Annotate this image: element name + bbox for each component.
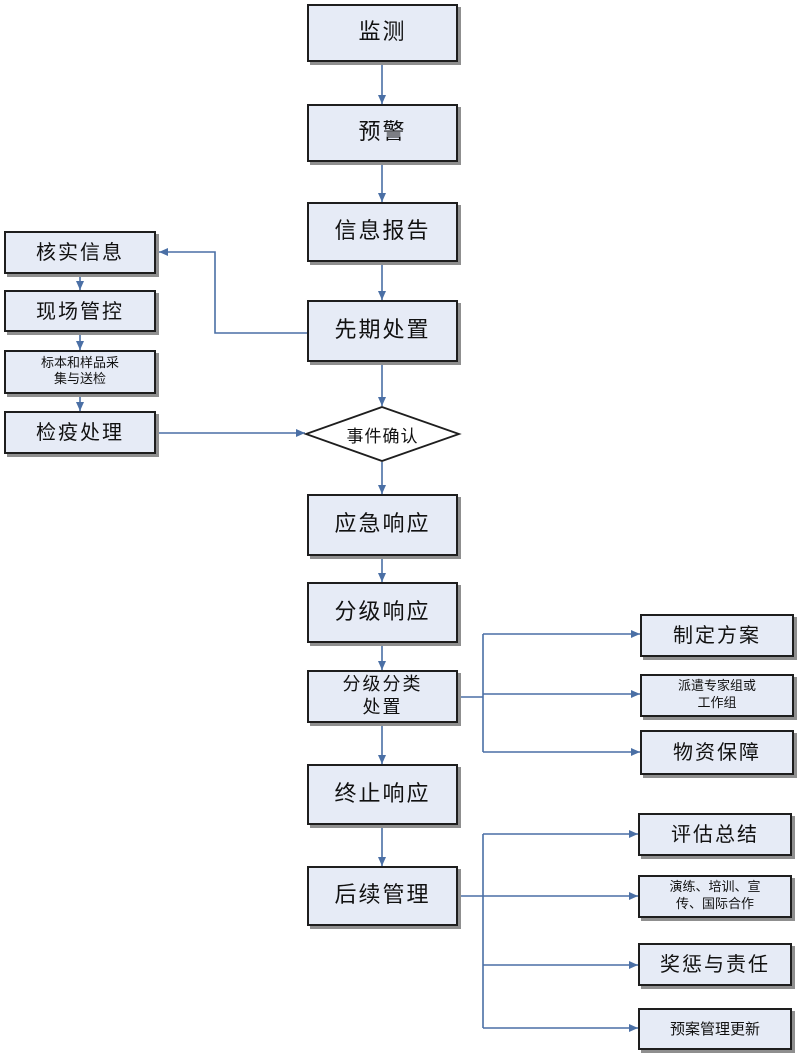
node-confirm: 事件确认 <box>306 407 459 461</box>
node-evaluate-label: 评估总结 <box>671 822 759 846</box>
decision-diamond <box>303 406 462 462</box>
node-plan-label: 制定方案 <box>673 623 761 647</box>
node-terminate-label: 终止响应 <box>334 781 431 807</box>
node-warning-label: 预警 <box>358 120 407 146</box>
node-report-label: 信息报告 <box>334 219 431 245</box>
node-reward-label: 奖惩与责任 <box>660 952 770 976</box>
node-warning: 预警 <box>307 104 458 162</box>
node-monitor-label: 监测 <box>358 20 407 46</box>
node-terminate: 终止响应 <box>307 764 458 825</box>
node-reward: 奖惩与责任 <box>638 943 792 986</box>
node-update: 预案管理更新 <box>638 1008 792 1050</box>
node-followup-label: 后续管理 <box>334 883 431 909</box>
arrow-initial-verify <box>159 248 307 334</box>
node-emergency-label: 应急响应 <box>334 512 431 538</box>
node-drill-label: 演练、培训、宣 传、国际合作 <box>669 880 761 912</box>
node-drill: 演练、培训、宣 传、国际合作 <box>638 875 792 918</box>
node-classified: 分级分类 处置 <box>307 670 458 723</box>
node-monitor: 监测 <box>307 4 458 62</box>
node-confirm-label: 事件确认 <box>346 426 419 447</box>
node-emergency: 应急响应 <box>307 494 458 556</box>
node-plan: 制定方案 <box>640 614 794 657</box>
node-dispatch: 派遣专家组或 工作组 <box>640 674 794 717</box>
node-supplies: 物资保障 <box>640 730 794 775</box>
node-report: 信息报告 <box>307 202 458 262</box>
node-initial-label: 先期处置 <box>334 318 431 344</box>
node-followup: 后续管理 <box>307 866 458 926</box>
node-verify-label: 核实信息 <box>36 240 124 264</box>
node-verify: 核实信息 <box>4 231 156 274</box>
node-supplies-label: 物资保障 <box>673 740 761 764</box>
node-site-label: 现场管控 <box>36 298 124 323</box>
node-graded-label: 分级响应 <box>334 599 431 625</box>
node-quarantine: 检疫处理 <box>4 411 156 454</box>
node-evaluate: 评估总结 <box>638 813 792 856</box>
node-sample-label: 标本和样品采 集与送检 <box>40 355 119 387</box>
node-graded: 分级响应 <box>307 582 458 643</box>
node-site: 现场管控 <box>4 290 156 332</box>
node-classified-label: 分级分类 处置 <box>342 674 423 718</box>
node-update-label: 预案管理更新 <box>669 1019 760 1038</box>
node-dispatch-label: 派遣专家组或 工作组 <box>677 679 756 711</box>
node-initial: 先期处置 <box>307 300 458 362</box>
node-quarantine-label: 检疫处理 <box>36 420 124 444</box>
node-sample: 标本和样品采 集与送检 <box>4 350 156 394</box>
